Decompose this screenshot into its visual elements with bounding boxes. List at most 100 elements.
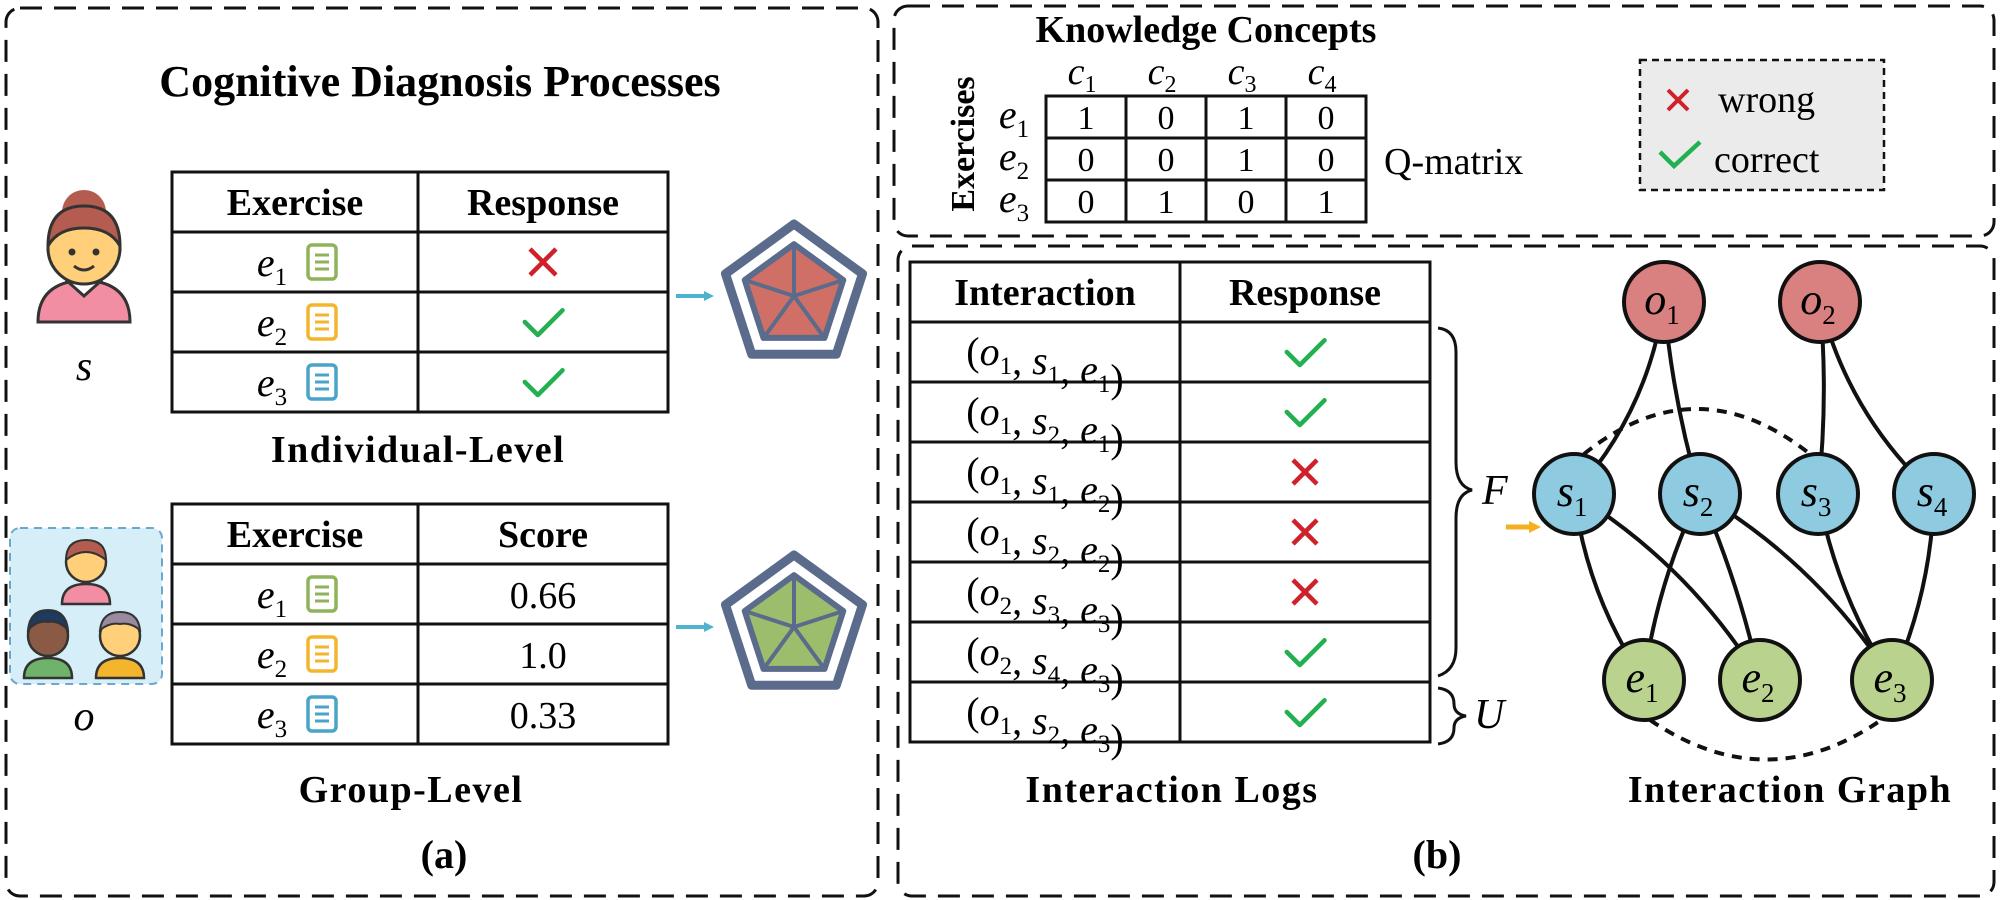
- q-matrix-row-header: e2: [999, 134, 1029, 185]
- radar-spoke: [744, 609, 795, 629]
- graph-node-o1: [1622, 260, 1706, 344]
- correct-icon: [1284, 698, 1327, 728]
- exercise-cell: e3: [257, 360, 287, 411]
- wrong-icon: [528, 247, 558, 277]
- q-matrix-row-axis: Exercises: [945, 76, 982, 211]
- interaction-cell: (o1, s2, e1): [966, 389, 1124, 461]
- q-matrix-cell: 0: [1158, 142, 1175, 179]
- q-matrix-cell: 0: [1318, 100, 1335, 137]
- legend-wrong-icon: [1666, 88, 1690, 112]
- radar-spoke: [792, 294, 827, 340]
- graph-node-label-e2: e2: [1741, 653, 1774, 708]
- graph-node-label-o2: o2: [1800, 275, 1836, 330]
- q-matrix-cell: 0: [1318, 142, 1335, 179]
- exercise-doc-icon: [306, 695, 338, 733]
- exercise-cell: e1: [257, 240, 287, 291]
- graph-node-e2: [1718, 638, 1802, 722]
- legend-wrong-label: wrong: [1718, 79, 1815, 121]
- graph-node-label-s3: s3: [1801, 467, 1832, 522]
- graph-node-label-o1: o1: [1644, 275, 1680, 330]
- panel-b-frame: [896, 244, 1996, 898]
- score-cell: 0.33: [510, 695, 577, 737]
- radar-spoke: [761, 625, 796, 671]
- group-radar-icon: [721, 550, 867, 690]
- panel-a-label: (a): [421, 832, 468, 877]
- table-header: Interaction: [954, 272, 1136, 314]
- legend-correct-label: correct: [1714, 139, 1820, 181]
- exercise-cell: e1: [257, 572, 287, 623]
- correct-icon: [1284, 398, 1327, 428]
- radar-spoke: [744, 278, 795, 298]
- graph-node-e3: [1850, 638, 1934, 722]
- score-cell: 1.0: [519, 635, 567, 677]
- graph-node-label-s1: s1: [1557, 467, 1588, 522]
- interaction-cell: (o2, s3, e3): [966, 569, 1124, 641]
- correct-icon: [522, 368, 565, 398]
- graph-dashed-edge: [1648, 716, 1886, 762]
- graph-node-s4: [1892, 452, 1976, 536]
- graph-node-s1: [1532, 452, 1616, 536]
- radar-spoke: [792, 625, 827, 671]
- graph-node-e1: [1602, 638, 1686, 722]
- wrong-icon: [1291, 458, 1319, 486]
- q-matrix-column-header: c3: [1228, 51, 1257, 98]
- panel-a-title: Cognitive Diagnosis Processes: [159, 57, 720, 106]
- graph-dashed-edge: [1582, 407, 1812, 456]
- legend: wrong correct: [1638, 58, 1886, 192]
- interaction-cell: (o1, s2, e3): [966, 689, 1124, 761]
- interaction-cell: (o2, s4, e3): [966, 629, 1124, 701]
- panel-a-frame: [4, 6, 880, 898]
- group-avatar-icon: [9, 527, 163, 685]
- score-cell: 0.66: [510, 575, 577, 617]
- student-avatar-icon: [36, 190, 132, 324]
- wrong-icon: [1291, 578, 1319, 606]
- exercise-doc-icon: [306, 575, 338, 613]
- graph-node-label-e1: e1: [1625, 653, 1658, 708]
- graph-node-label-s4: s4: [1917, 467, 1948, 522]
- interaction-cell: (o1, s2, e2): [966, 509, 1124, 581]
- q-matrix-column-header: c4: [1308, 51, 1337, 98]
- q-matrix-row-header: e3: [999, 176, 1029, 227]
- individual-caption: Individual-Level: [271, 429, 565, 471]
- individual-radar-icon: [721, 219, 867, 359]
- graph-node-s3: [1776, 452, 1860, 536]
- q-matrix-cell: 1: [1238, 142, 1255, 179]
- q-matrix-cell: 1: [1158, 184, 1175, 221]
- q-matrix-cell: 1: [1238, 100, 1255, 137]
- graph-node-o2: [1778, 260, 1862, 344]
- interaction-cell: (o1, s1, e1): [966, 329, 1124, 401]
- correct-icon: [1284, 638, 1327, 668]
- brace-f-label: F: [1481, 468, 1508, 514]
- table-header: Exercise: [227, 182, 363, 224]
- correct-icon: [522, 308, 565, 338]
- exercise-cell: e3: [257, 692, 287, 743]
- exercise-doc-icon: [306, 363, 338, 401]
- interaction-graph-caption: Interaction Graph: [1628, 769, 1952, 811]
- q-matrix-label: Q-matrix: [1384, 141, 1523, 183]
- group-label: o: [74, 694, 95, 740]
- exercise-doc-icon: [306, 635, 338, 673]
- graph-node-label-s2: s2: [1683, 467, 1714, 522]
- student-label: s: [76, 344, 92, 390]
- table-header: Response: [1229, 272, 1381, 314]
- exercise-doc-icon: [306, 243, 338, 281]
- q-matrix-title: Knowledge Concepts: [1036, 9, 1377, 51]
- q-matrix-cell: 0: [1078, 142, 1095, 179]
- table-header: Response: [467, 182, 619, 224]
- radar-spoke: [761, 294, 796, 340]
- interaction-logs-caption: Interaction Logs: [1025, 769, 1318, 811]
- panel-b-label: (b): [1413, 832, 1462, 877]
- correct-icon: [1284, 338, 1327, 368]
- q-matrix-cell: 0: [1238, 184, 1255, 221]
- q-matrix-column-header: c2: [1148, 51, 1177, 98]
- interaction-cell: (o1, s1, e2): [966, 449, 1124, 521]
- q-matrix-row-header: e1: [999, 92, 1029, 143]
- exercise-cell: e2: [257, 632, 287, 683]
- table-header: Exercise: [227, 514, 363, 556]
